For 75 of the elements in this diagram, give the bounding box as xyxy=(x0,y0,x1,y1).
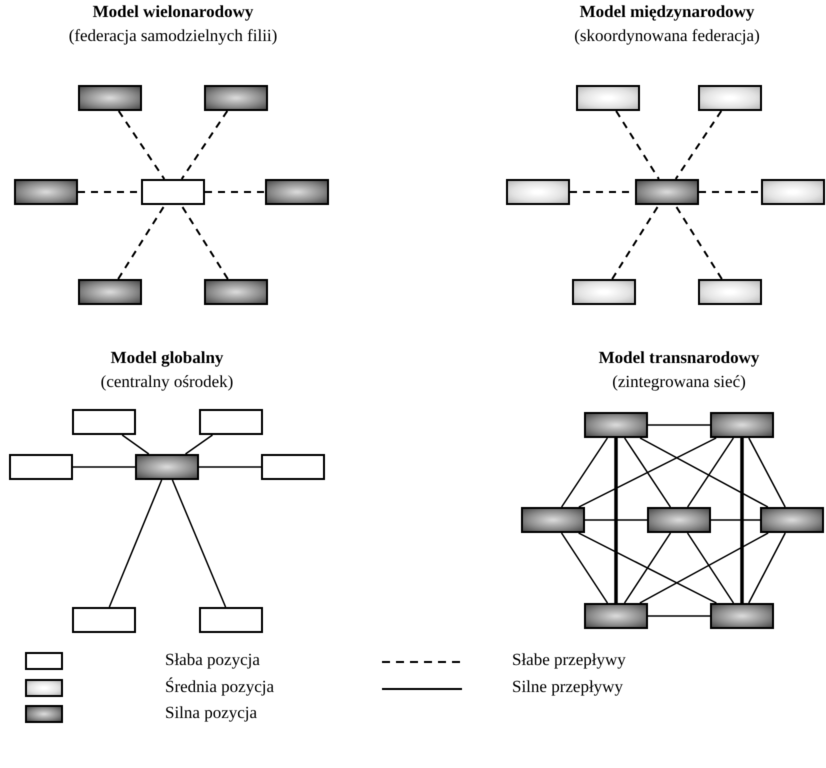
position-box xyxy=(78,85,142,111)
connector-line xyxy=(674,110,722,180)
connector-line xyxy=(585,519,647,521)
connector-line xyxy=(122,434,150,455)
connector-line xyxy=(740,438,744,603)
connector-line xyxy=(560,532,608,604)
connector-line xyxy=(624,438,671,508)
panel-title: Model wielonarodowy xyxy=(92,2,254,22)
position-box xyxy=(710,412,774,438)
position-box xyxy=(506,179,570,205)
position-box xyxy=(698,279,762,305)
position-box xyxy=(72,607,136,633)
position-box xyxy=(135,454,199,480)
position-box xyxy=(141,179,205,205)
connector-line xyxy=(674,204,723,280)
connector-line xyxy=(687,438,734,508)
panel-title: Model transnarodowy xyxy=(598,348,760,368)
connector-line xyxy=(180,204,229,280)
panel-title: Model międzynarodowy xyxy=(580,2,754,22)
position-box xyxy=(204,85,268,111)
position-box xyxy=(698,85,762,111)
connector-line xyxy=(640,437,768,508)
position-box xyxy=(199,607,263,633)
connector-line xyxy=(699,191,761,193)
connector-line xyxy=(748,438,786,508)
panel-subtitle: (federacja samodzielnych filii) xyxy=(68,26,278,46)
connector-line xyxy=(180,110,228,180)
position-box xyxy=(576,85,640,111)
connector-line xyxy=(624,532,672,604)
connector-line xyxy=(711,519,760,521)
position-box xyxy=(710,603,774,629)
position-box xyxy=(9,454,73,480)
connector-line xyxy=(648,424,710,426)
connector-line xyxy=(578,532,717,604)
position-box xyxy=(78,279,142,305)
position-box xyxy=(584,603,648,629)
connector-line xyxy=(611,204,660,280)
connector-line xyxy=(686,532,734,604)
position-box xyxy=(521,507,585,533)
connector-line xyxy=(185,434,213,455)
connector-line xyxy=(561,438,608,508)
panel-subtitle: (zintegrowana sieć) xyxy=(612,372,746,392)
panel-title: Model globalny xyxy=(110,348,224,368)
position-box xyxy=(760,507,824,533)
legend-label: Średnia pozycja xyxy=(165,677,274,697)
panel-subtitle: (centralny ośrodek) xyxy=(100,372,234,392)
connector-line xyxy=(648,615,710,617)
legend-label: Silne przepływy xyxy=(512,677,623,697)
connector-line xyxy=(73,466,135,468)
panel-subtitle: (skoordynowana federacja) xyxy=(574,26,760,46)
position-box xyxy=(647,507,711,533)
position-box xyxy=(635,179,699,205)
position-box xyxy=(204,279,268,305)
legend-label: Słaba pozycja xyxy=(165,650,260,670)
position-box xyxy=(261,454,325,480)
position-box xyxy=(265,179,329,205)
position-box xyxy=(761,179,825,205)
connector-line xyxy=(199,466,261,468)
connector-line xyxy=(118,110,166,180)
position-box xyxy=(72,409,136,435)
legend-label: Słabe przepływy xyxy=(512,650,626,670)
position-box xyxy=(14,179,78,205)
connector-line xyxy=(117,204,166,280)
connector-line xyxy=(639,532,769,604)
position-box xyxy=(572,279,636,305)
connector-line xyxy=(205,191,265,193)
connector-line xyxy=(614,438,618,603)
connector-line xyxy=(615,110,660,180)
legend-label: Silna pozycja xyxy=(165,703,258,723)
connector-line xyxy=(108,480,162,608)
position-box xyxy=(199,409,263,435)
connector-line xyxy=(748,532,786,604)
position-box xyxy=(584,412,648,438)
connector-line xyxy=(172,480,226,608)
connector-line xyxy=(578,437,716,508)
